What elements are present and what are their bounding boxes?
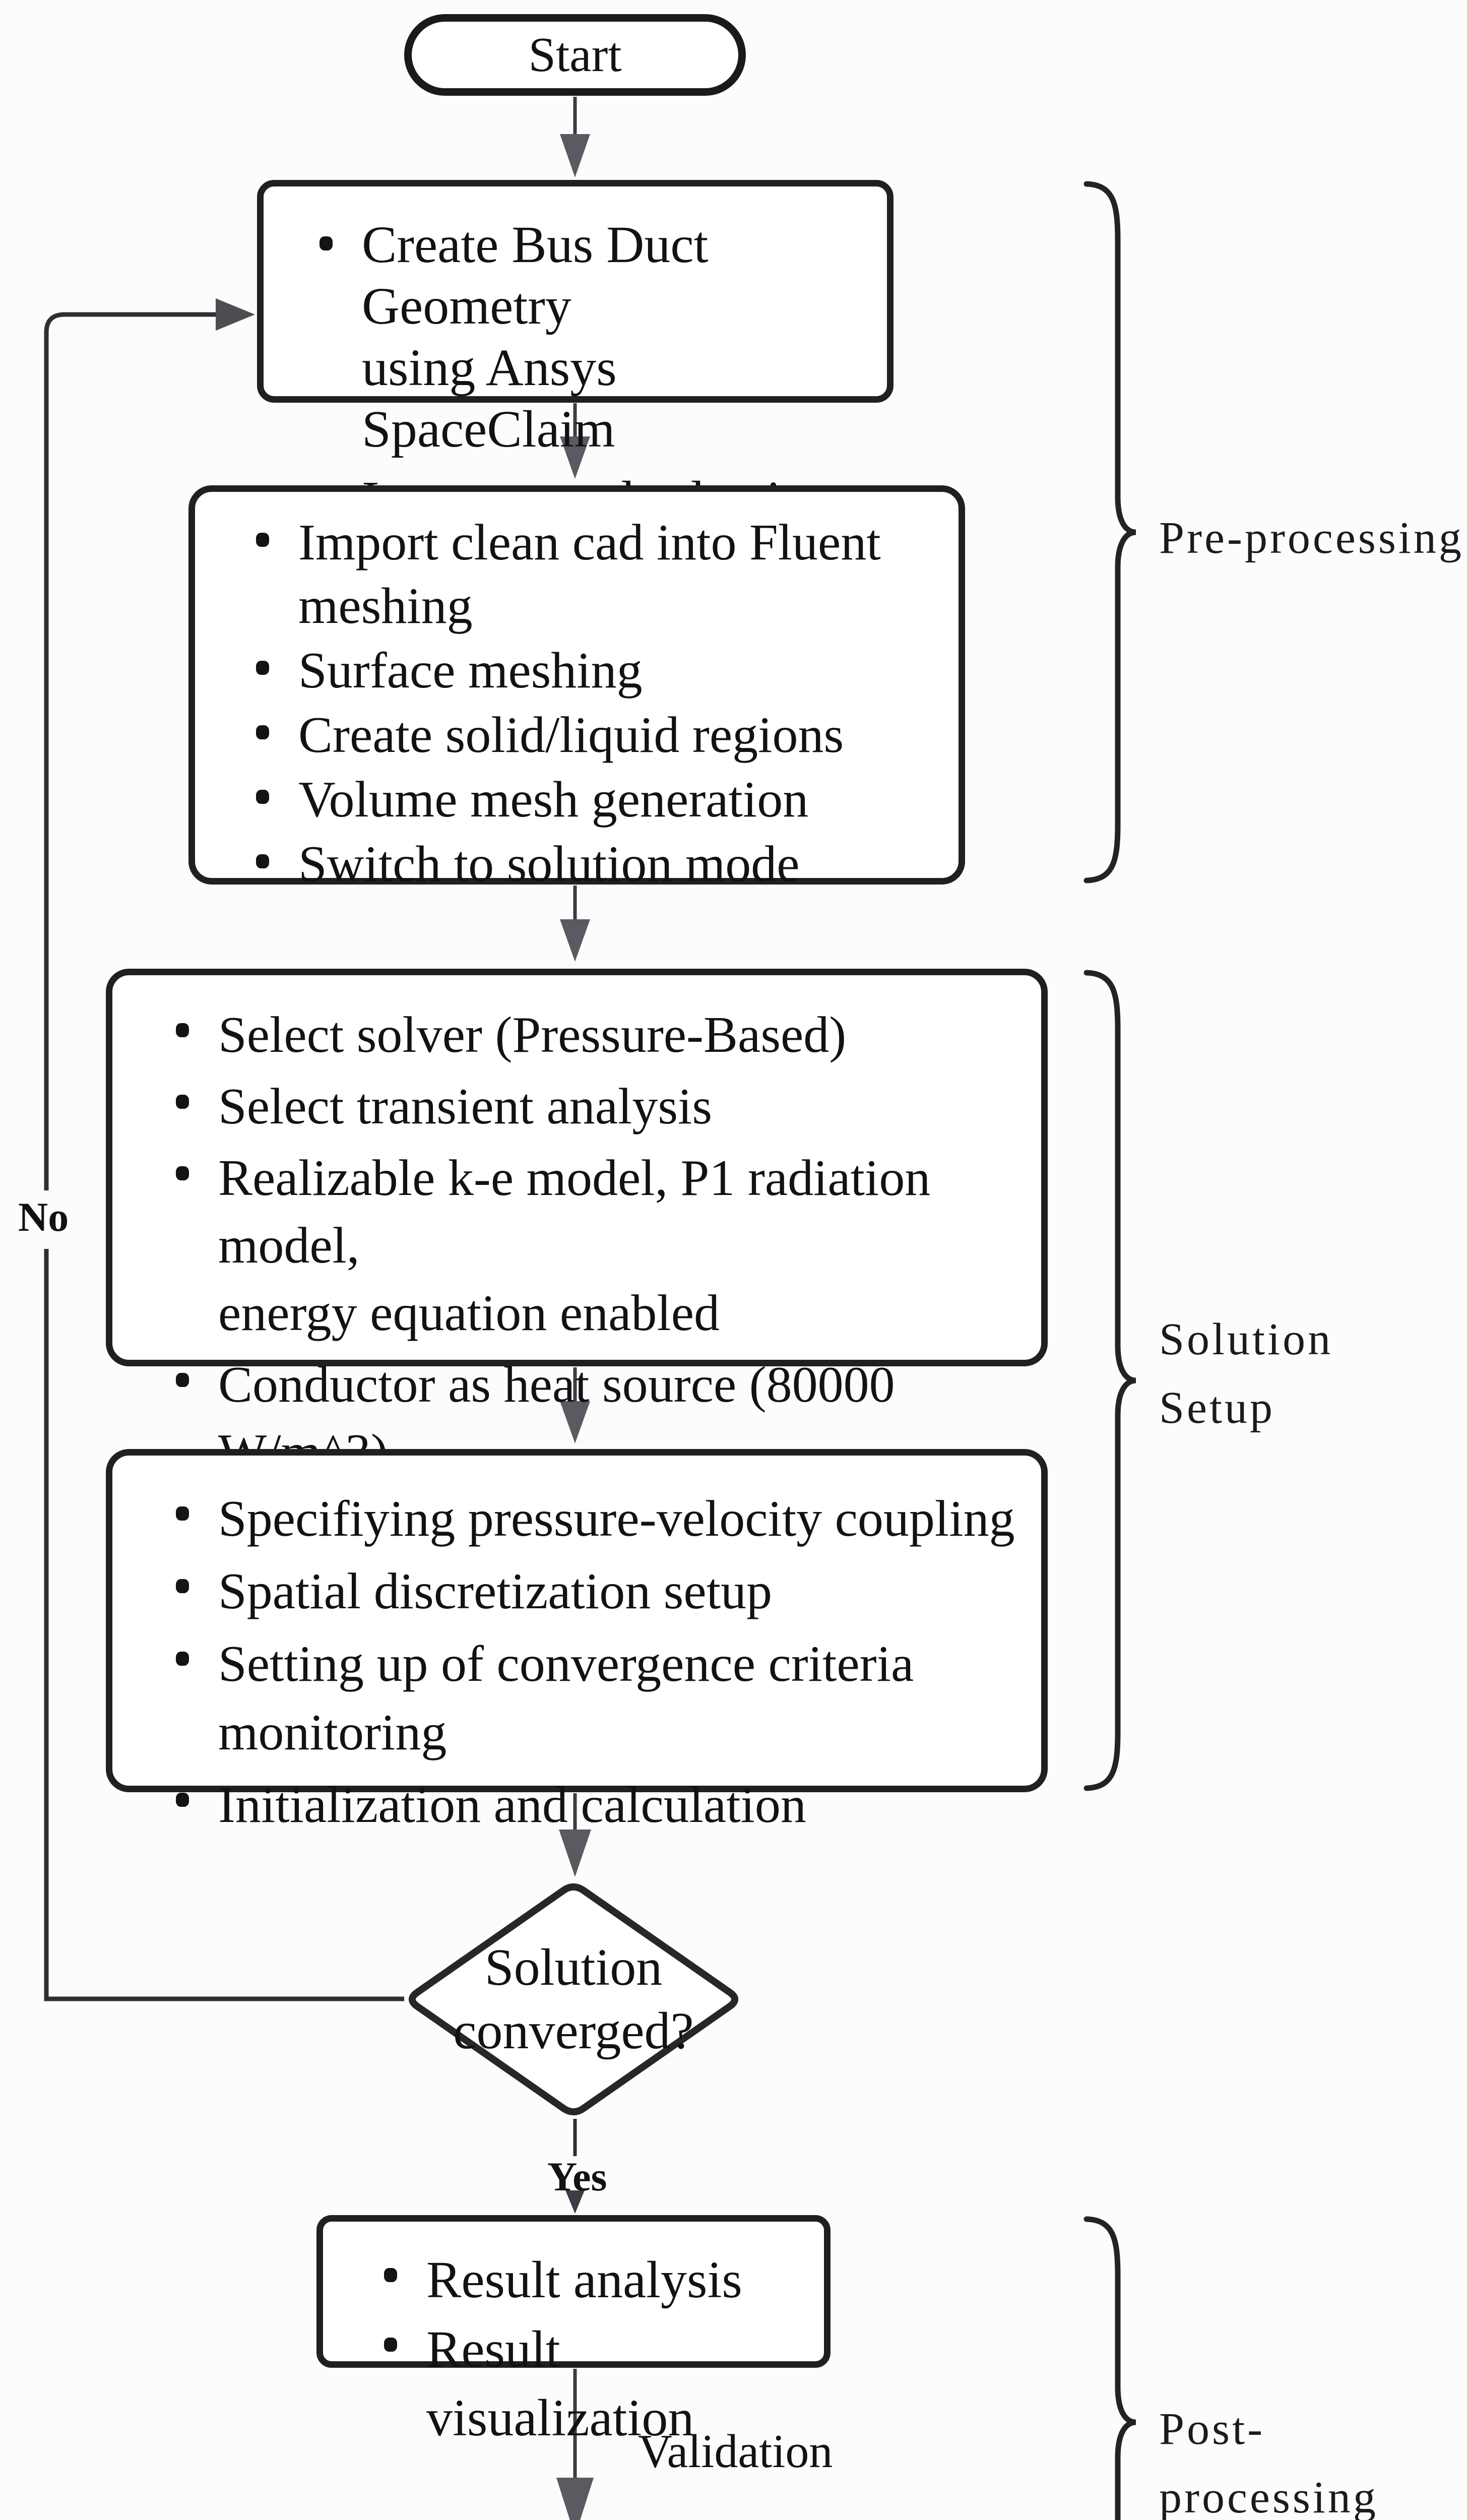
list-item: Create Bus Duct Geometry using Ansys Spa… <box>311 214 877 460</box>
arrowhead-start-geometry <box>560 134 590 177</box>
list-item: Result visualization <box>376 2315 814 2452</box>
arrowhead-no-loop-geometry <box>216 298 255 331</box>
list-item: Setting up of convergence criteria monit… <box>168 1630 1031 1767</box>
start-label: Start <box>528 28 622 82</box>
list-item: Surface meshing <box>248 639 948 703</box>
brace-post-processing <box>1083 2216 1136 2520</box>
validation-edge-label: Validation <box>638 2425 833 2478</box>
solve-controls-node: Specifiying pressure-velocity coupling S… <box>106 1449 1048 1834</box>
stage-label-solution-setup: Solution Setup <box>1159 1314 1333 1433</box>
solver-setup-node: Select solver (Pressure-Based) Select tr… <box>106 969 1048 1552</box>
list-item: Realizable k-e model, P1 radiation model… <box>168 1145 1031 1347</box>
stage-label-pre-processing: Pre-processing <box>1159 513 1464 563</box>
start-node: Start <box>404 14 746 96</box>
list-item: Volume mesh generation <box>248 768 948 832</box>
list-item: Initialization and calculation <box>168 1771 1031 1840</box>
arrowhead-validation-experimental <box>556 2478 594 2520</box>
results-node: Result analysis Result visualization <box>316 2215 831 2447</box>
list-item: Switch to solution mode <box>248 833 948 896</box>
yes-edge-label: Yes <box>547 2154 607 2199</box>
geometry-node: Create Bus Duct Geometry using Ansys Spa… <box>257 180 894 529</box>
decision-label: Solution converged? <box>453 1938 694 2060</box>
meshing-bullet-list: Import clean cad into Fluent meshing Sur… <box>248 511 948 897</box>
list-item: Result analysis <box>376 2246 814 2314</box>
solve-controls-bullet-list: Specifiying pressure-velocity coupling S… <box>168 1485 1031 1844</box>
list-item: Select solver (Pressure-Based) <box>168 1001 1031 1069</box>
arrowhead-meshing-setup <box>560 919 590 962</box>
list-item: Spatial discretization setup <box>168 1557 1031 1626</box>
decision-diamond-shape <box>409 1883 738 2116</box>
list-item: Specifiying pressure-velocity coupling <box>168 1485 1031 1553</box>
no-edge-label: No <box>18 1194 69 1240</box>
brace-pre-processing <box>1083 181 1136 884</box>
stage-label-post-processing: Post-processing <box>1159 2404 1378 2520</box>
results-bullet-list: Result analysis Result visualization <box>376 2246 814 2453</box>
list-item: Create solid/liquid regions <box>248 704 948 767</box>
list-item: Import clean cad into Fluent meshing <box>248 511 948 638</box>
list-item: Select transient analysis <box>168 1073 1031 1141</box>
brace-solution-setup <box>1083 970 1136 1791</box>
convergence-decision-node: Solution converged? <box>404 1880 743 2118</box>
meshing-node: Import clean cad into Fluent meshing Sur… <box>188 485 965 893</box>
